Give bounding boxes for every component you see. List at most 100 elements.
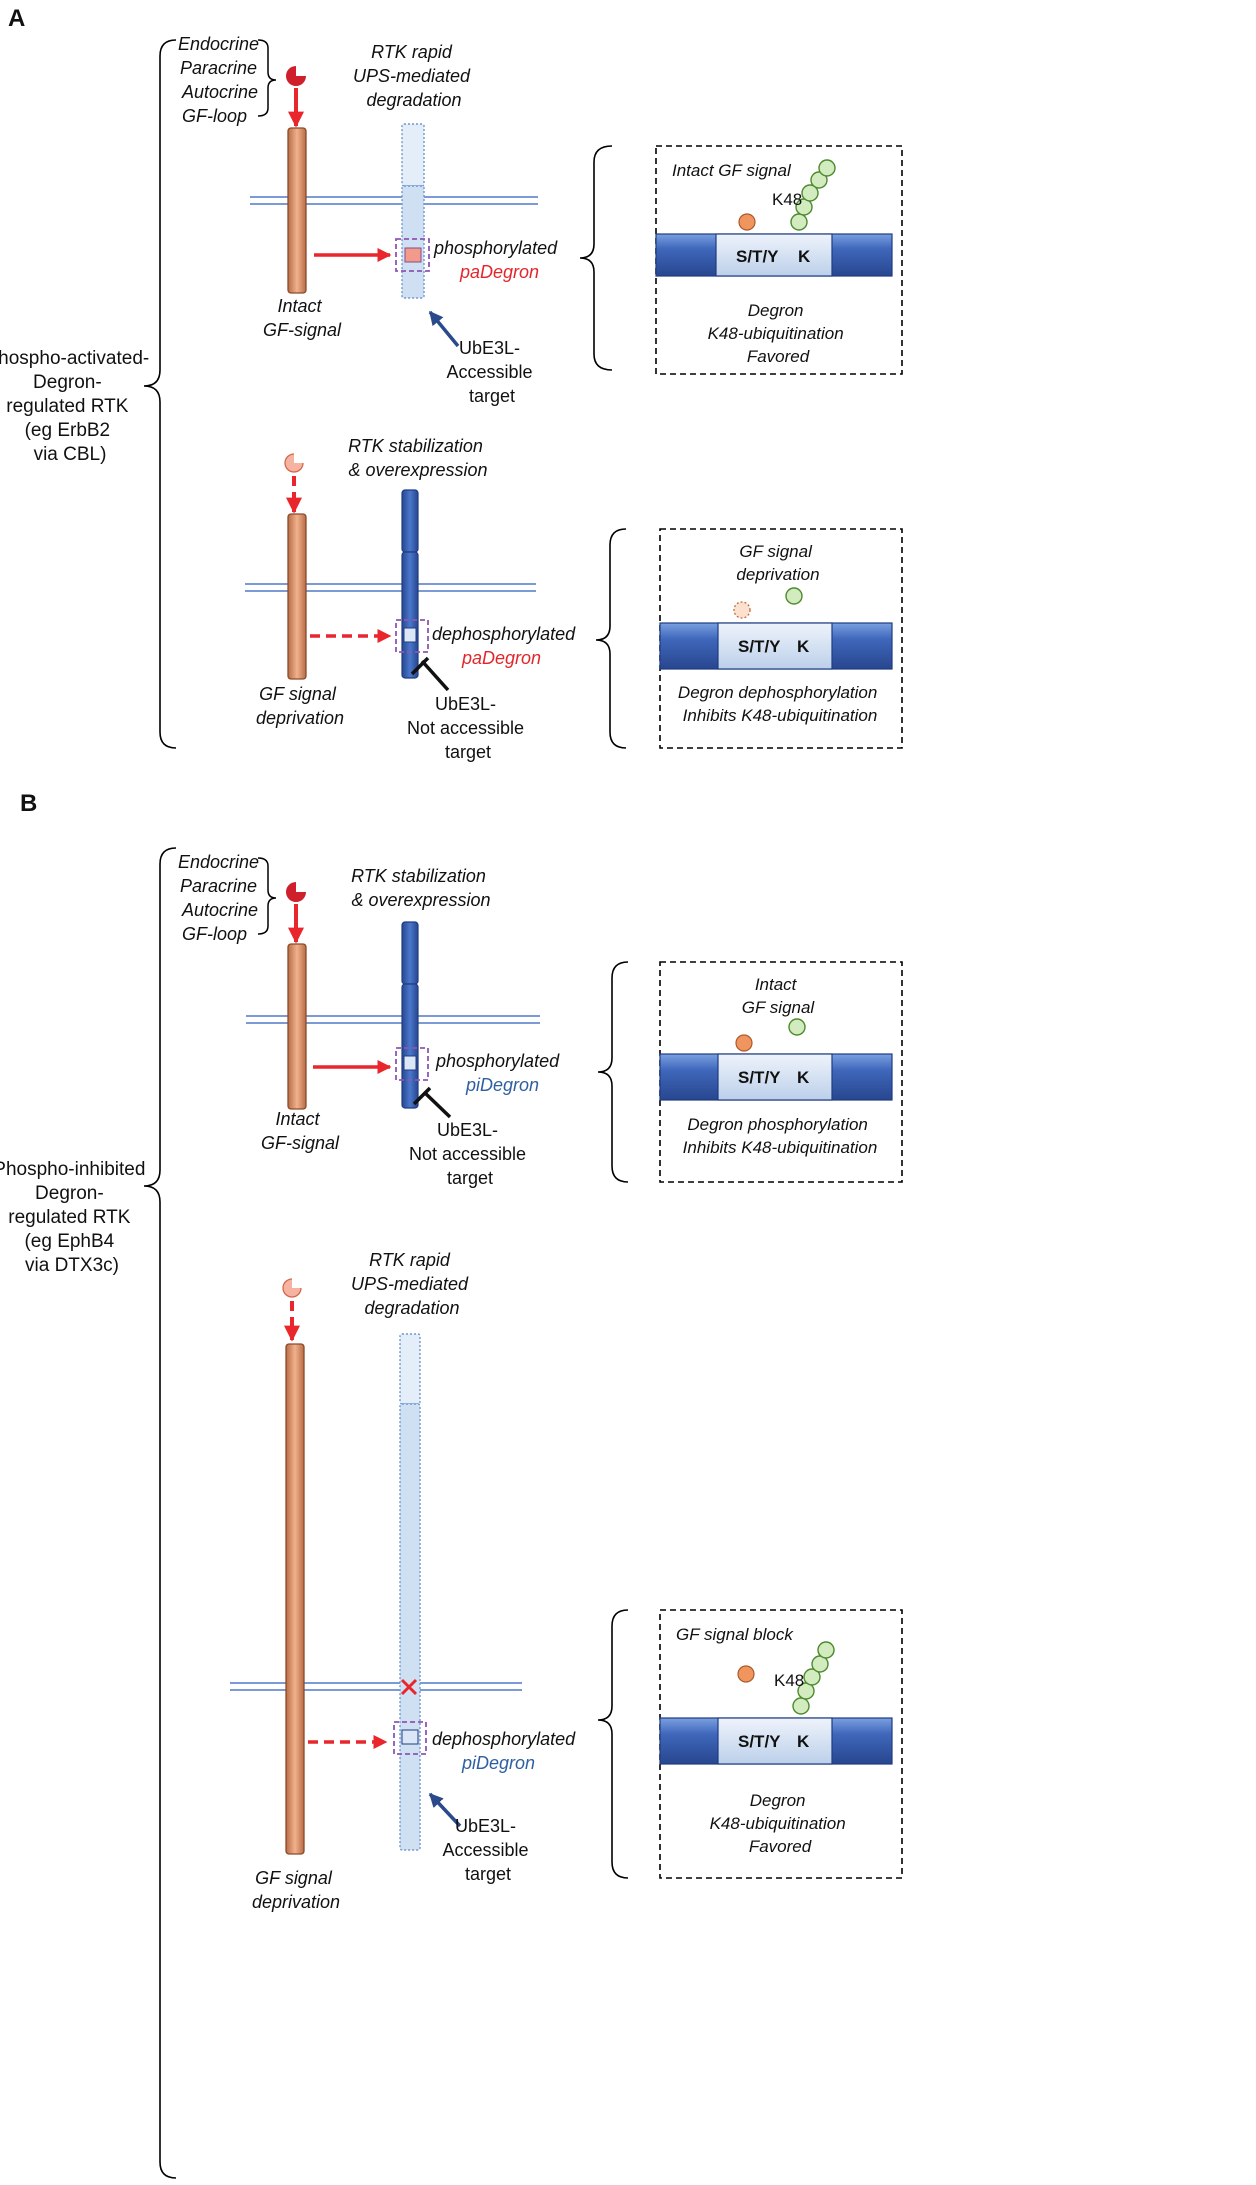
- detail-outcome-label: Degron K48-ubiquitination Favored: [708, 301, 849, 366]
- residues-label: S/T/Y: [736, 247, 779, 266]
- degron-motif: [717, 1053, 833, 1101]
- degron-detail-box: Intact GF signal S/T/Y K K48 Degron K48-…: [655, 145, 903, 375]
- phosphate-icon: [738, 213, 756, 231]
- phosphate-icon: [737, 1665, 755, 1683]
- detail-status-label: GF signal block: [676, 1625, 794, 1644]
- growth-factor-ligand-icon: [286, 879, 309, 902]
- lysine-label: K: [797, 1068, 810, 1087]
- receptor-caption: Intact GF-signal: [263, 296, 342, 340]
- degron-name-label: piDegron: [465, 1075, 539, 1095]
- rtk-fate-caption: RTK stabilization & overexpression: [351, 866, 491, 910]
- panel-b-side-label: Phospho-inhibited Degron- regulated RTK …: [0, 1159, 151, 1276]
- degron-detail-box: Intact GF signal S/T/Y K Degron phosphor…: [659, 961, 903, 1183]
- degron-site: [401, 1729, 419, 1745]
- degron-state-label: dephosphorylated: [432, 1729, 576, 1749]
- panel-a-bottom-scenario: GF signal deprivation RTK stabilization …: [245, 436, 903, 762]
- detail-outcome-label: Degron phosphorylation Inhibits K48-ubiq…: [683, 1115, 878, 1157]
- residues-label: S/T/Y: [738, 1068, 781, 1087]
- panel-a-top-scenario: Intact GF-signal RTK rapid UPS-mediated …: [250, 42, 903, 406]
- ubiquitin-ligase-access-arrow: [428, 310, 460, 348]
- rtk-degrading: [401, 123, 425, 299]
- rtk-stabilized: [401, 921, 419, 1109]
- residues-label: S/T/Y: [738, 637, 781, 656]
- k48-label: K48: [774, 1671, 804, 1690]
- ligand-sources-brace: [257, 857, 277, 935]
- growth-factor-receptor: [287, 513, 307, 680]
- degron-site: [403, 1055, 417, 1071]
- cleavage-x-icon: [400, 1678, 418, 1696]
- degron-highlight-box: [395, 619, 429, 653]
- degron-highlight-box: [395, 1047, 429, 1081]
- e3-ligase-label: UbE3L- Not accessible target: [409, 1120, 531, 1188]
- lysine-label: K: [797, 637, 810, 656]
- growth-factor-ligand-icon: [286, 63, 309, 86]
- ubiquitin-icon: [785, 587, 803, 605]
- growth-factor-ligand-faded-icon: [284, 451, 306, 473]
- k48-label: K48: [772, 190, 802, 209]
- degron-site: [404, 247, 422, 263]
- e3-ligase-label: UbE3L- Accessible target: [446, 338, 537, 406]
- phosphate-removed-icon: [733, 601, 751, 619]
- growth-factor-ligand-faded-icon: [282, 1276, 304, 1298]
- growth-factor-receptor: [287, 943, 307, 1110]
- phosphate-icon: [735, 1034, 753, 1052]
- lysine-label: K: [797, 1732, 810, 1751]
- detail-brace: [597, 1609, 629, 1879]
- panel-a-side-label: Phospho-activated- Degron- regulated RTK…: [0, 348, 155, 465]
- ligand-sources-label: Endocrine Paracrine Autocrine GF-loop: [178, 852, 264, 944]
- panel-b-letter: B: [20, 790, 37, 817]
- detail-status-label: Intact GF signal: [672, 161, 792, 180]
- degron-state-label: phosphorylated: [435, 1051, 560, 1071]
- rtk-fate-caption: RTK stabilization & overexpression: [348, 436, 488, 480]
- e3-ligase-label: UbE3L- Not accessible target: [407, 694, 529, 762]
- panel-a: A Phospho-activated- Degron- regulated R…: [0, 5, 903, 762]
- detail-status-label: Intact GF signal: [742, 975, 816, 1017]
- rtk-fate-caption: RTK rapid UPS-mediated degradation: [351, 1250, 473, 1318]
- ubiquitin-ligase-access-arrow: [428, 1792, 462, 1828]
- lysine-label: K: [798, 247, 811, 266]
- receptor-caption: Intact GF-signal: [261, 1109, 340, 1153]
- degron-detail-box: GF signal block S/T/Y K K48 Degron K48-u…: [659, 1609, 903, 1879]
- panel-b: B Phospho-inhibited Degron- regulated RT…: [0, 790, 903, 2179]
- receptor-caption: GF signal deprivation: [252, 1868, 340, 1912]
- inhibition-bar-icon: [410, 656, 450, 692]
- degron-name-label: paDegron: [461, 648, 541, 668]
- degron-state-label: phosphorylated: [433, 238, 558, 258]
- panel-b-main-brace: [143, 847, 177, 2179]
- ubiquitin-icon: [788, 1018, 806, 1036]
- receptor-caption: GF signal deprivation: [256, 684, 344, 728]
- degron-highlight-box: [395, 238, 430, 272]
- k48-ubiquitin-chain-icon: [790, 159, 836, 231]
- degron-detail-box: GF signal deprivation S/T/Y K Degron dep…: [659, 528, 903, 749]
- detail-brace: [579, 145, 613, 371]
- detail-outcome-label: Degron K48-ubiquitination Favored: [710, 1791, 851, 1856]
- panel-a-letter: A: [8, 5, 25, 32]
- degron-highlight-box: [393, 1721, 427, 1755]
- panel-b-top-scenario: Intact GF-signal RTK stabilization & ove…: [246, 866, 903, 1188]
- residues-label: S/T/Y: [738, 1732, 781, 1751]
- inhibition-bar-icon: [412, 1086, 452, 1119]
- degron-name-label: paDegron: [459, 262, 539, 282]
- k48-ubiquitin-chain-icon: [792, 1641, 835, 1715]
- degron-name-label: piDegron: [461, 1753, 535, 1773]
- rtk-degrading: [399, 1333, 421, 1851]
- degron-motif: [715, 233, 833, 277]
- e3-ligase-label: UbE3L- Accessible target: [442, 1816, 533, 1884]
- detail-outcome-label: Degron dephosphorylation Inhibits K48-ub…: [678, 683, 882, 725]
- ligand-sources-label: Endocrine Paracrine Autocrine GF-loop: [178, 34, 264, 126]
- detail-status-label: GF signal deprivation: [736, 542, 819, 584]
- panel-a-main-brace: [143, 39, 177, 749]
- rtk-fate-caption: RTK rapid UPS-mediated degradation: [353, 42, 475, 110]
- rtk-stabilized: [401, 489, 419, 679]
- degron-site: [403, 627, 417, 643]
- detail-brace: [597, 961, 629, 1183]
- panel-b-bottom-scenario: GF signal deprivation RTK rapid UPS-medi…: [230, 1250, 903, 1912]
- degron-state-label: dephosphorylated: [432, 624, 576, 644]
- growth-factor-receptor: [285, 1343, 305, 1855]
- degron-motif: [717, 622, 833, 670]
- ligand-sources-brace: [257, 39, 277, 117]
- growth-factor-receptor: [287, 127, 307, 294]
- degron-motif: [717, 1717, 833, 1765]
- detail-brace: [595, 528, 627, 749]
